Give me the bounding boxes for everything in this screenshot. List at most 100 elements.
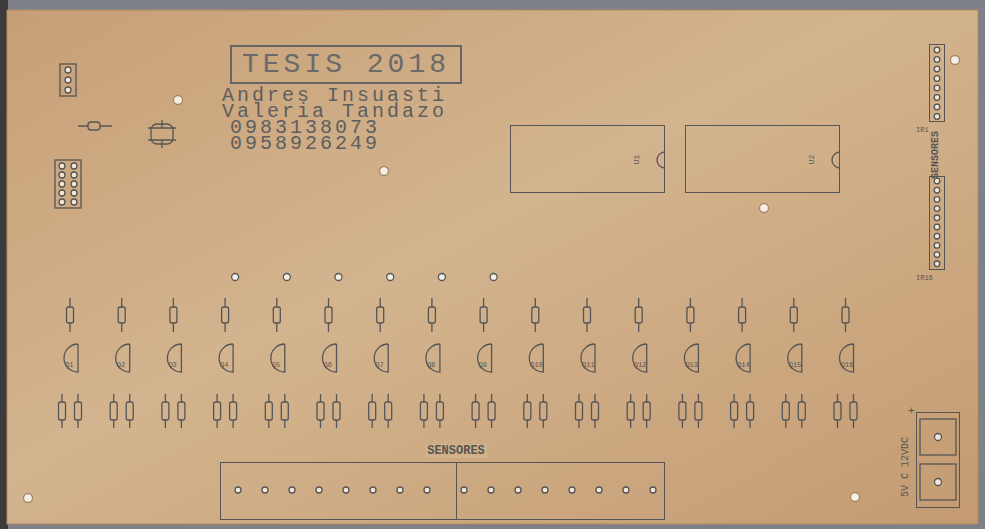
- text-holder: Q8: [427, 353, 435, 371]
- pad: [934, 104, 940, 110]
- connector-split: [456, 463, 457, 519]
- pad: [569, 487, 575, 493]
- pad: [488, 487, 494, 493]
- pad: [59, 163, 65, 169]
- resistor-symbol: [834, 402, 841, 420]
- pad: [370, 487, 376, 493]
- transistor-designator: Q4: [220, 362, 228, 369]
- transistor-outline: [478, 344, 492, 372]
- mounting-hole: [760, 204, 769, 213]
- resistor-symbol: [67, 307, 74, 323]
- resistor-lead: [284, 394, 285, 428]
- terminal-cell: [920, 464, 956, 500]
- transistor-outline: [840, 344, 854, 372]
- resistor-lead: [78, 125, 112, 126]
- phone-number: 0958926249: [230, 134, 380, 154]
- resistor-symbol: [385, 402, 392, 420]
- text-holder: Q7: [375, 353, 383, 371]
- transistor-outline: [426, 344, 440, 372]
- transistor-designator: Q3: [168, 362, 176, 369]
- resistor-lead: [423, 394, 424, 428]
- resistor-symbol: [584, 307, 591, 323]
- pad: [343, 487, 349, 493]
- pad: [934, 197, 940, 203]
- resistor-lead: [483, 298, 484, 332]
- resistor-symbol: [532, 307, 539, 323]
- pad: [934, 76, 940, 82]
- resistor-symbol: [369, 402, 376, 420]
- pad: [397, 487, 403, 493]
- pad: [262, 487, 268, 493]
- title-box: TESIS 2018: [230, 45, 462, 84]
- transistor-designator: Q1: [65, 362, 73, 369]
- resistor-symbol: [782, 402, 789, 420]
- terminal-cell: [920, 419, 956, 455]
- resistor-lead: [439, 394, 440, 428]
- resistor-symbol: [747, 402, 754, 420]
- via: [335, 274, 342, 281]
- resistor-lead: [741, 298, 742, 332]
- text-holder: Q13: [685, 353, 698, 371]
- text-holder: Q6: [324, 353, 332, 371]
- pad: [316, 487, 322, 493]
- pad: [515, 487, 521, 493]
- board-substrate: [7, 10, 978, 524]
- connector-label: SENSORES: [931, 131, 941, 179]
- resistor-lead: [173, 298, 174, 332]
- resistor-symbol: [472, 402, 479, 420]
- pad: [542, 487, 548, 493]
- resistor-lead: [749, 394, 750, 428]
- resistor-symbol: [643, 402, 650, 420]
- resistor-symbol: [75, 402, 82, 420]
- resistor-lead: [372, 394, 373, 428]
- via: [387, 274, 394, 281]
- text-holder: Q16: [841, 353, 854, 371]
- resistor-lead: [845, 298, 846, 332]
- text-holder: Q12: [634, 353, 647, 371]
- resistor-symbol: [162, 402, 169, 420]
- text-holder: Q9: [479, 353, 487, 371]
- resistor-lead: [336, 394, 337, 428]
- resistor-lead: [535, 298, 536, 332]
- resistor-symbol: [428, 307, 435, 323]
- resistor-lead: [638, 298, 639, 332]
- resistor-symbol: [627, 402, 634, 420]
- resistor-symbol: [178, 402, 185, 420]
- resistor-symbol: [273, 307, 280, 323]
- resistor-symbol: [317, 402, 324, 420]
- pad: [935, 434, 942, 441]
- transistor-designator: Q14: [737, 362, 750, 369]
- pad: [71, 199, 77, 205]
- resistor-symbol: [88, 122, 100, 130]
- resistor-lead: [630, 394, 631, 428]
- pin-header-10: [55, 160, 81, 208]
- transistor-designator: Q16: [841, 362, 854, 369]
- pad: [71, 163, 77, 169]
- resistor-lead: [475, 394, 476, 428]
- resistor-lead: [801, 394, 802, 428]
- polarity-mark: +: [908, 406, 915, 417]
- resistor-symbol: [170, 307, 177, 323]
- resistor-symbol: [731, 402, 738, 420]
- resistor-lead: [491, 394, 492, 428]
- resistor-symbol: [798, 402, 805, 420]
- via: [232, 274, 239, 281]
- resistor-symbol: [576, 402, 583, 420]
- resistor-lead: [646, 394, 647, 428]
- resistor-lead: [165, 394, 166, 428]
- pad: [934, 66, 940, 72]
- crystal-symbol: [148, 120, 176, 148]
- resistor-lead: [578, 394, 579, 428]
- transistor-outline: [116, 344, 130, 372]
- pad: [289, 487, 295, 493]
- resistor-lead: [527, 394, 528, 428]
- resistor-lead: [785, 394, 786, 428]
- ic-notch: [657, 152, 665, 168]
- pad: [59, 181, 65, 187]
- resistor-symbol: [126, 402, 133, 420]
- pad: [65, 77, 71, 83]
- pad: [596, 487, 602, 493]
- text-holder: 0958926249: [230, 134, 380, 154]
